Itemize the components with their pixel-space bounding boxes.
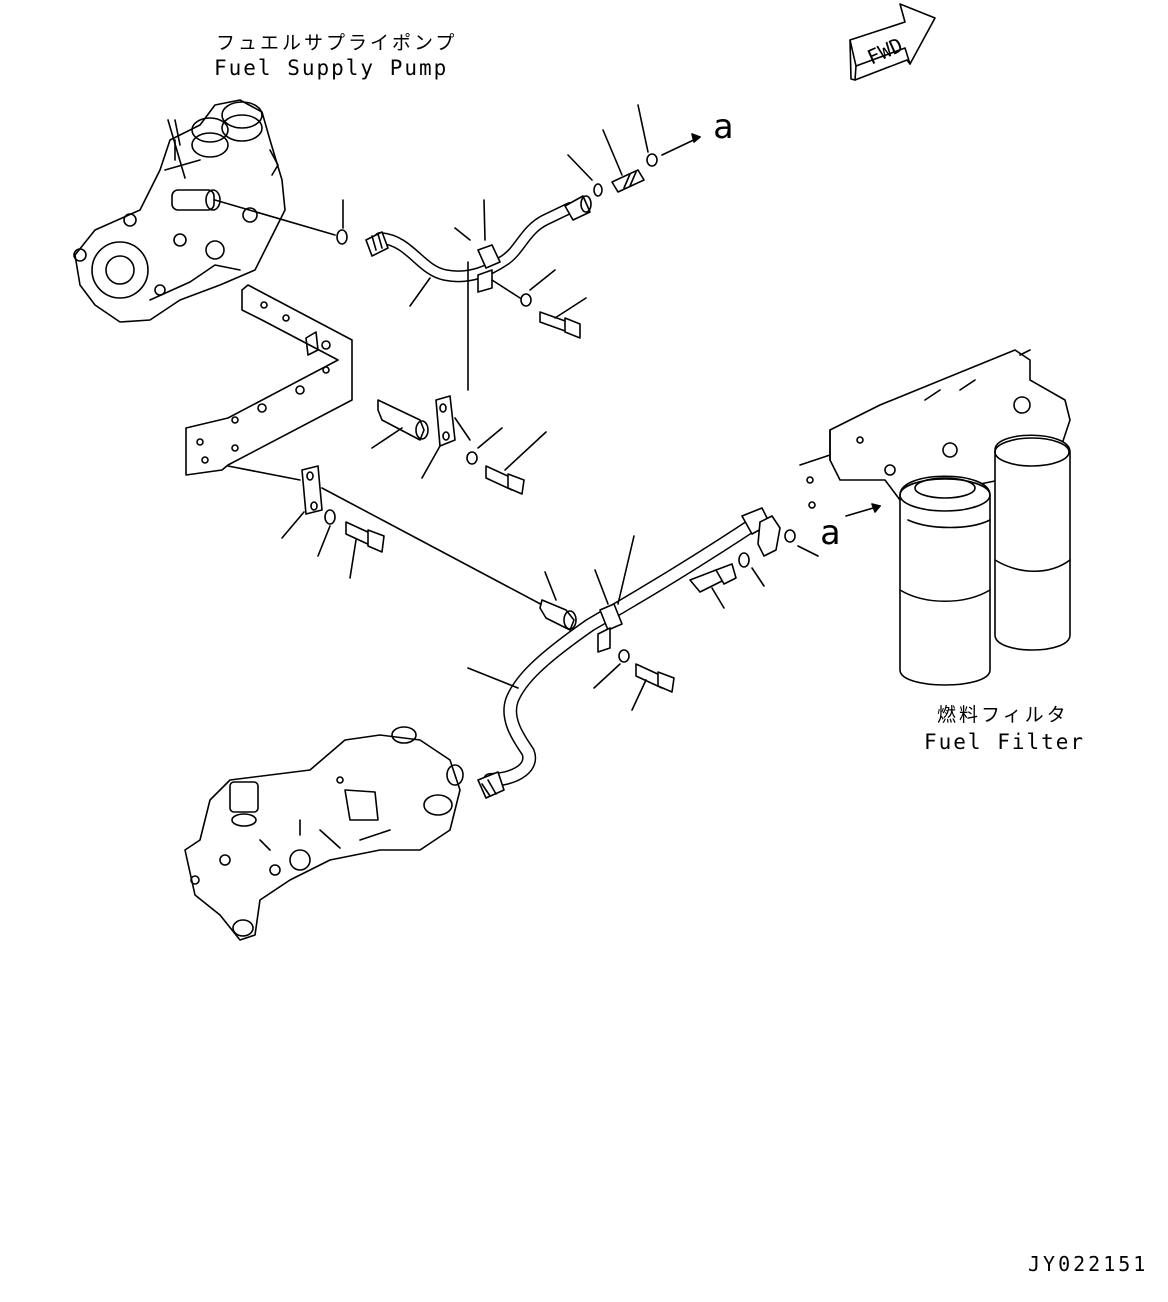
bolt-mid [485,431,547,495]
bolt-low-mid [631,663,675,711]
drawing-number: JY022151 [1028,1252,1149,1276]
spacer-upper [377,399,425,441]
bolt-upper [539,297,587,339]
fwd-arrow-icon: FWD [849,3,936,81]
washer-low-mid [618,649,630,663]
washer-mid [466,451,478,465]
o-ring [336,229,348,245]
reference-a-right: a [820,513,843,553]
washer-low-left [324,509,336,525]
reference-a-top: a [713,107,736,147]
fuel-filter-label-en: Fuel Filter [924,730,1086,754]
lower-hose-clamp [594,535,635,653]
upper-fuel-hose [365,195,592,307]
bolt-right [689,563,737,609]
washer-top [646,153,658,167]
fuel-supply-pump-label-jp: フュエルサプライポンプ [216,32,458,54]
clip-plate-upper [435,395,456,447]
fuel-filter [799,349,1071,686]
washer-far-right [784,529,796,543]
fuel-supply-pump [73,99,286,323]
fuel-filter-label-jp: 燃料フィルタ [937,704,1069,726]
bolt-low-left [345,521,385,579]
washer [520,293,532,307]
washer-right [738,552,750,568]
lower-pump-assembly [184,726,464,941]
fuel-supply-pump-label-en: Fuel Supply Pump [214,56,449,80]
upper-hose-clamp [454,199,501,391]
lower-fuel-hose [467,507,781,799]
o-ring-top [593,183,603,197]
mounting-bracket [185,284,353,476]
spacer-lower [539,599,575,631]
